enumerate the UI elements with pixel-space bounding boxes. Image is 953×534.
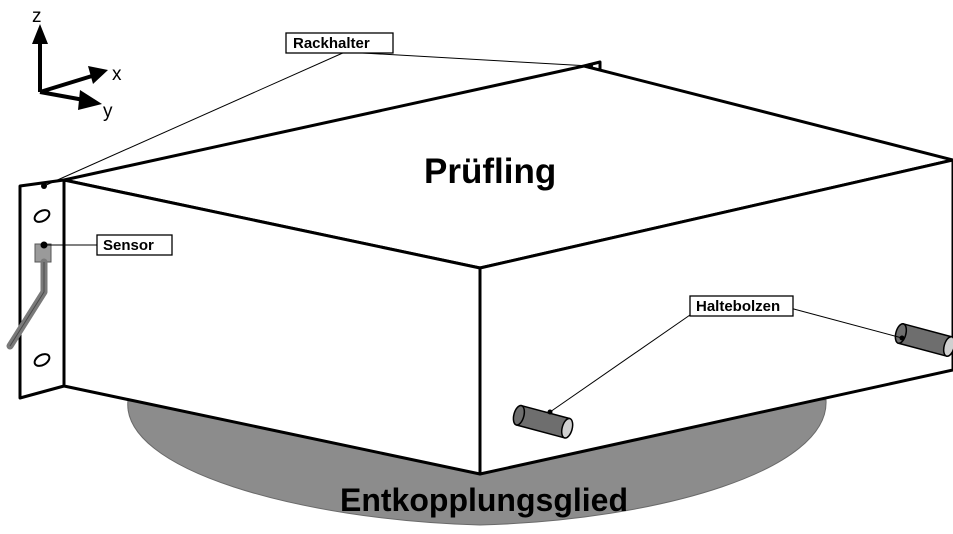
sensor-label: Sensor — [103, 237, 154, 254]
bracket-slot-top — [33, 209, 51, 223]
bolt-anchor-left — [547, 409, 553, 415]
axis-z-label: z — [32, 6, 42, 27]
rack-anchor-rear — [587, 63, 593, 69]
pruefling-title: Prüfling — [424, 152, 556, 191]
rackhalter-label: Rackhalter — [293, 35, 370, 52]
holding-bolt-left — [512, 404, 574, 439]
bolt-anchor-right — [899, 335, 905, 341]
axis-triad — [32, 24, 108, 110]
haltebolzen-label-box — [689, 295, 794, 317]
haltebolzen-label: Haltebolzen — [696, 298, 780, 315]
axis-x-label: x — [112, 64, 122, 85]
bracket-slot-bottom — [33, 353, 51, 367]
side-face — [478, 158, 953, 476]
sensor-anchor — [40, 241, 48, 249]
leader-lines — [43, 51, 903, 413]
entkopplungsglied-title: Entkopplungsglied — [340, 482, 628, 518]
rack-anchor-front — [41, 183, 47, 189]
rackhalter-label-box — [285, 32, 394, 54]
sensor-label-box — [96, 234, 173, 256]
axis-y-label: y — [103, 101, 113, 122]
